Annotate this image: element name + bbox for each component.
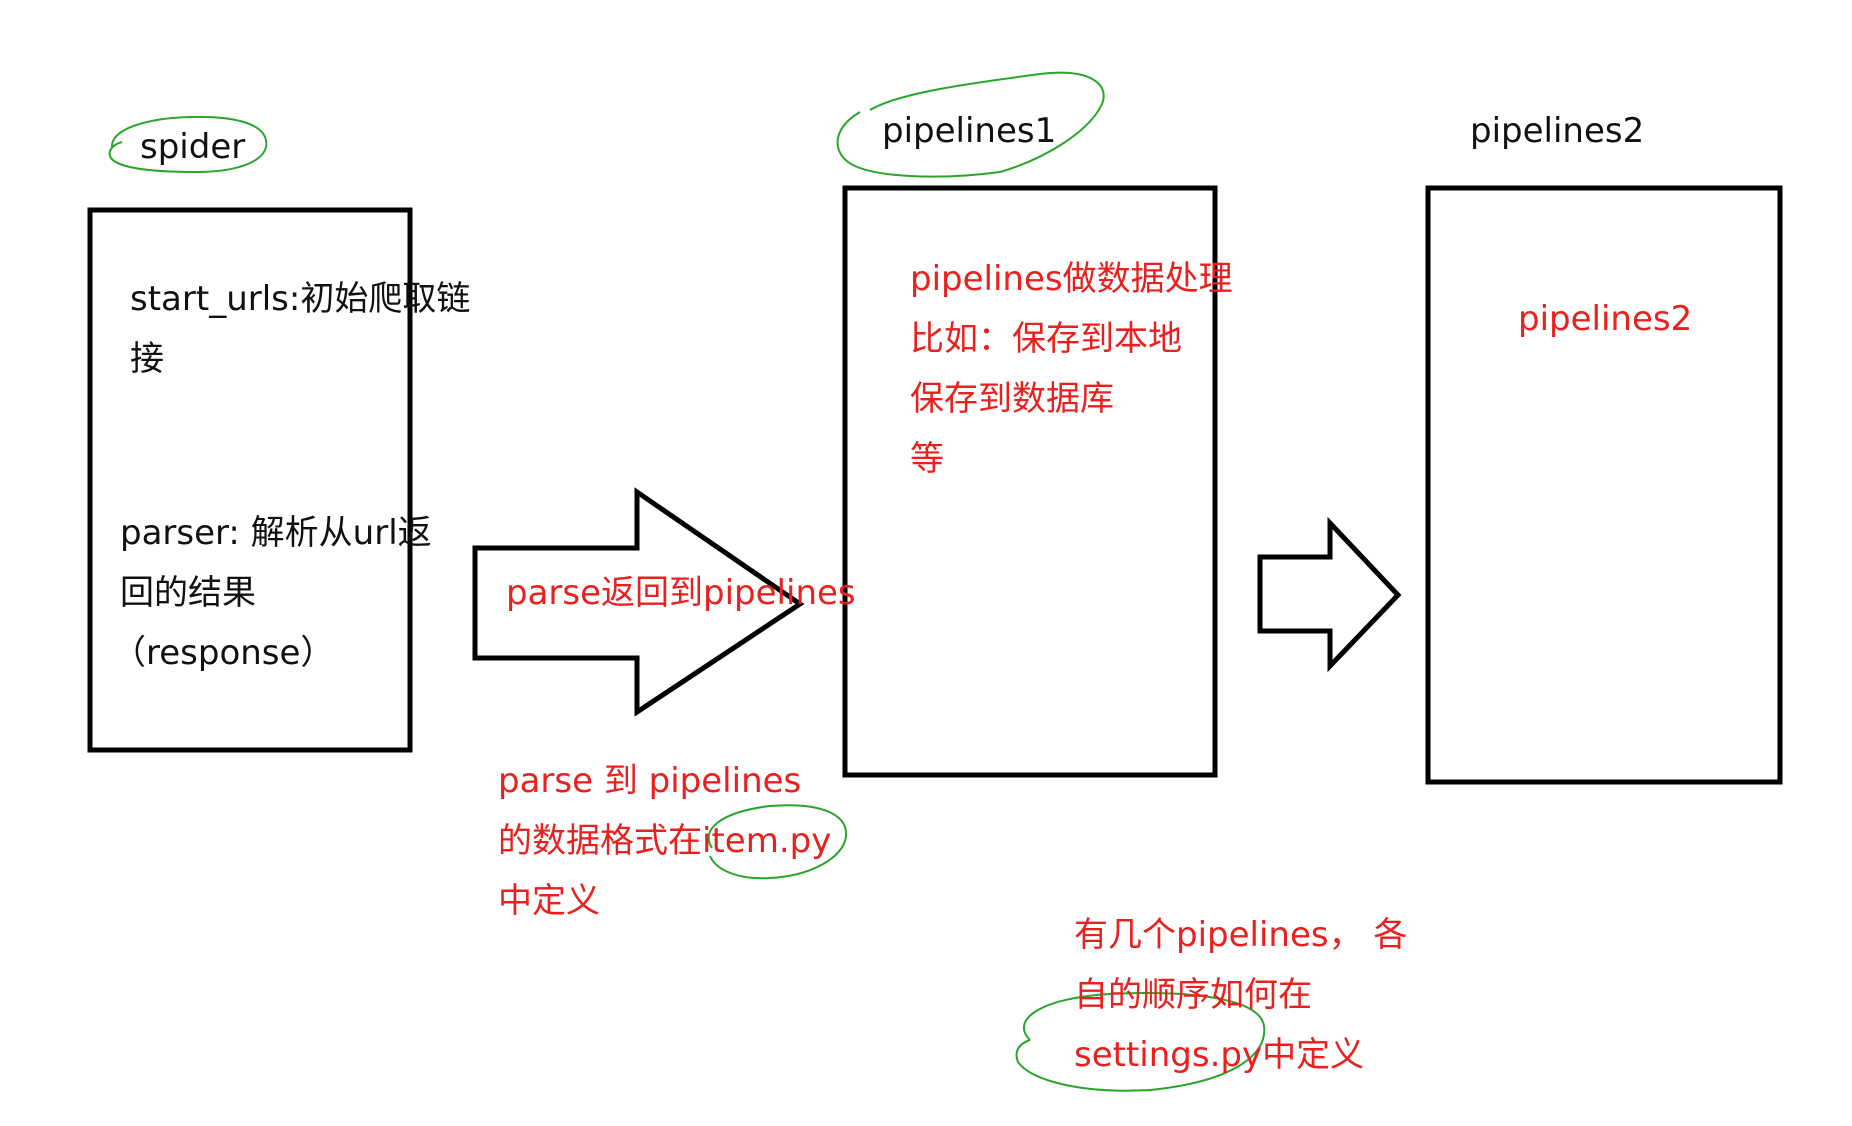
pipelines1-note-line2: 比如：保存到本地	[910, 319, 1182, 359]
flow-arrow-pipelines1-to-pipelines2	[1257, 516, 1402, 673]
spider-parser-line1: parser: 解析从url返	[120, 513, 432, 553]
pipelines2-box	[1425, 185, 1783, 785]
pipelines1-note-line4: 等	[910, 439, 944, 479]
pipelines1-note-line3: 保存到数据库	[910, 379, 1114, 419]
arrow-label-parse-to-pipelines: parse返回到pipelines	[506, 573, 856, 613]
pipelines2-label: pipelines2	[1518, 299, 1693, 339]
pipelines1-note-line1: pipelines做数据处理	[910, 259, 1233, 299]
note-item-line2: 的数据格式在item.py	[498, 821, 832, 861]
note-item-line3: 中定义	[498, 881, 600, 921]
highlight-circle-settings-py	[1015, 992, 1266, 1092]
spider-box	[87, 207, 413, 753]
note-item-line1: parse 到 pipelines	[498, 761, 802, 801]
spider-parser-line3: （response）	[112, 633, 335, 673]
pipelines1-title: pipelines1	[882, 111, 1057, 151]
spider-parser-line2: 回的结果	[120, 573, 256, 613]
highlight-circle-pipelines1	[836, 71, 1105, 178]
note-settings-line2: 自的顺序如何在	[1074, 975, 1312, 1015]
note-settings-line3: settings.py中定义	[1074, 1035, 1365, 1075]
spider-title: spider	[140, 127, 246, 167]
highlight-circle-spider	[108, 115, 268, 174]
note-settings-line1: 有几个pipelines， 各	[1074, 915, 1408, 955]
spider-start-urls-line2: 接	[130, 339, 164, 379]
highlight-circle-item-py	[707, 804, 848, 880]
flow-arrow-spider-to-pipelines1	[472, 487, 805, 717]
pipelines2-title: pipelines2	[1470, 111, 1645, 151]
pipelines1-box	[842, 185, 1218, 778]
spider-start-urls-line1: start_urls:初始爬取链	[130, 279, 471, 319]
